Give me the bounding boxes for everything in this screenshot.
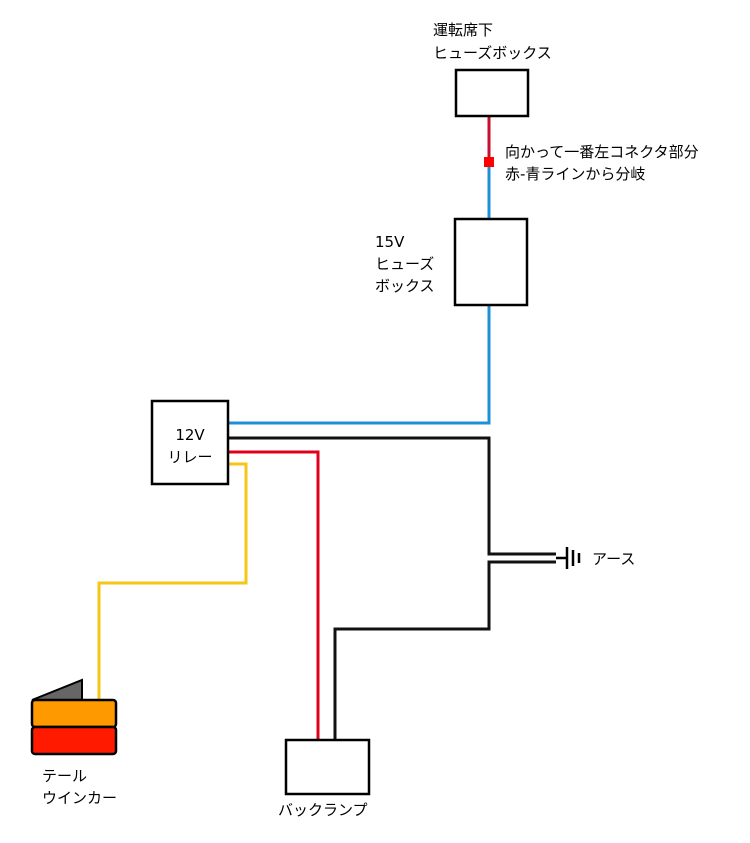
tap-point-marker [484,157,494,167]
driver-fuse-label-line2: ヒューズボックス [433,44,552,62]
wire-black-ground-to-back-lamp [333,560,556,740]
tail-lamp-icon [30,678,118,756]
tail-label-line1: テール [42,767,87,785]
wires [97,117,556,740]
wire-yellow-relay-to-tail [97,462,248,700]
ground-icon [556,547,581,569]
relay-label-line2: リレー [167,448,212,466]
back-lamp-label: バックランプ [278,801,368,819]
driver-fuse-label-line1: 運転席下 [433,21,493,39]
relay-12v [150,399,230,486]
fuse15-label-line3: ボックス [375,277,435,295]
wire-red-relay-to-back-lamp [229,450,320,740]
tap-note-line1: 向かって一番左コネクタ部分 [505,143,699,161]
tail-lamp-cover [31,678,83,701]
back-lamp-box [284,738,371,796]
tail-lamp-orange-section [30,698,118,729]
fuse-box-15v [453,217,529,307]
ground-label: アース [592,550,635,568]
fuse15-label-line1: 15V [375,233,405,251]
tap-note-line2: 赤-青ラインから分岐 [505,165,645,183]
wire-black-relay-to-ground [229,436,556,556]
relay-label-line1: 12V [175,426,205,444]
driver-fuse-box [454,68,530,118]
tail-lamp-red-section [30,725,118,756]
fuse15-label-line2: ヒューズ [375,255,434,273]
tail-label-line2: ウインカー [42,789,117,807]
wire-blue-fuse15-to-relay [229,306,491,425]
